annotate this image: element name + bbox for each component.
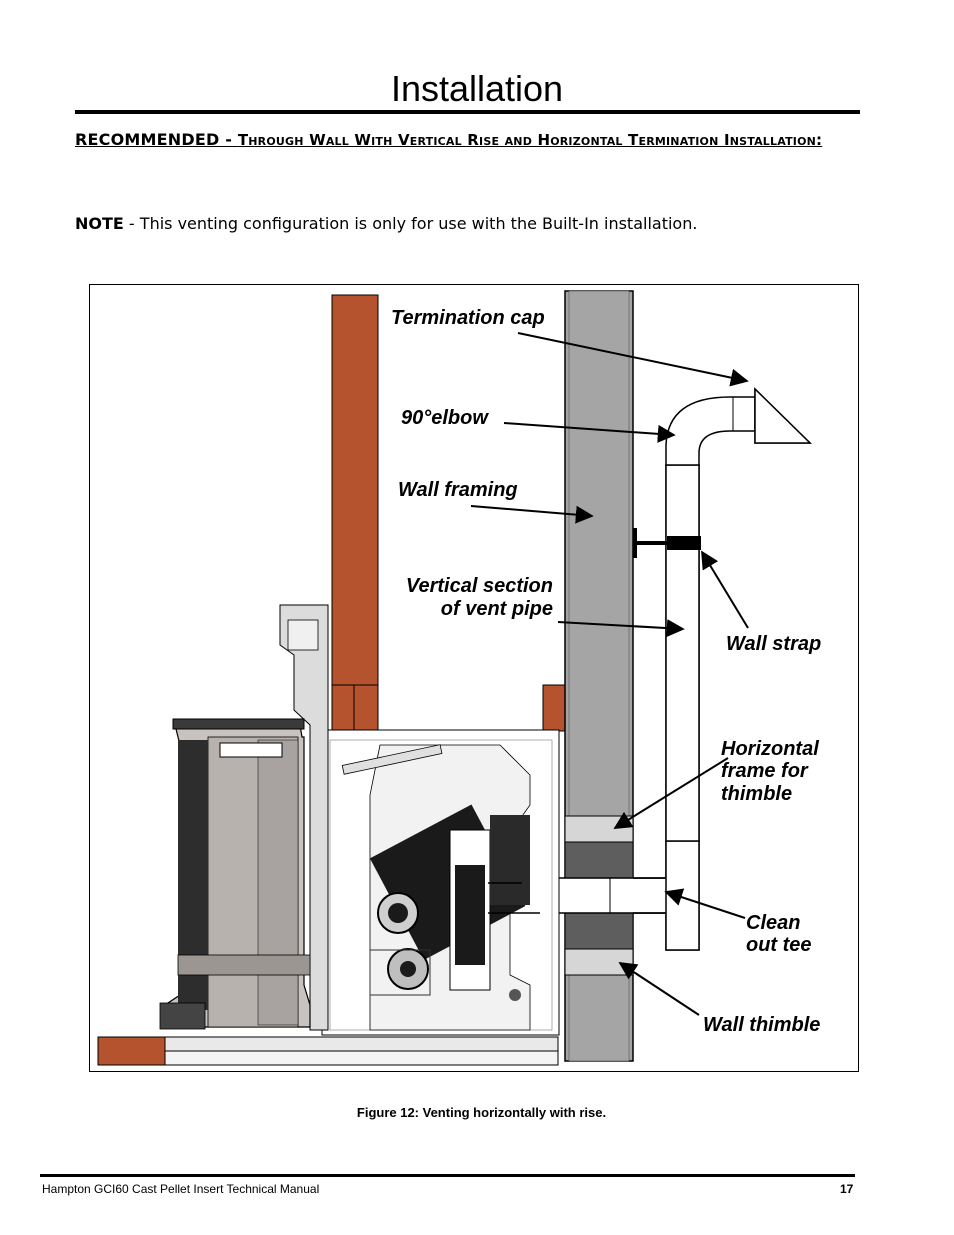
label-wall-strap: Wall strap xyxy=(726,633,821,655)
elbow-90 xyxy=(665,396,756,466)
label-clean-line1: Clean xyxy=(746,912,800,934)
title-rule xyxy=(75,110,860,114)
label-vertical-line2: of vent pipe xyxy=(441,598,553,620)
note-label: NOTE xyxy=(75,214,124,233)
stove-body xyxy=(159,718,311,1030)
heading-prefix: RECOMMENDED - xyxy=(75,130,238,149)
footer-manual-title: Hampton GCI60 Cast Pellet Insert Technic… xyxy=(42,1182,320,1196)
figure-caption: Figure 12: Venting horizontally with ris… xyxy=(356,1105,607,1120)
label-elbow: 90°elbow xyxy=(401,407,489,429)
footer-rule xyxy=(40,1174,855,1177)
callout-arrows xyxy=(470,332,749,1016)
section-heading: RECOMMENDED - Through Wall With Vertical… xyxy=(75,130,822,149)
brick-column xyxy=(331,294,566,732)
label-horizontal-line2: frame for xyxy=(721,760,809,782)
label-wall-framing: Wall framing xyxy=(398,479,518,501)
label-horizontal-line3: thimble xyxy=(721,783,792,805)
termination-cap xyxy=(754,387,812,444)
label-termination-cap: Termination cap xyxy=(391,307,545,329)
wall-framing xyxy=(564,290,634,1062)
note-text: - This venting configuration is only for… xyxy=(123,214,698,233)
internal-mechanism xyxy=(341,744,540,1031)
page-title: Installation xyxy=(390,68,564,109)
surround-panel xyxy=(279,604,329,1031)
hearth-floor xyxy=(97,1036,559,1066)
venting-figure: Termination cap 90°elbow Wall framing Ve… xyxy=(89,284,859,1072)
wall-strap xyxy=(633,528,701,558)
label-wall-thimble: Wall thimble xyxy=(703,1014,820,1036)
page-number: 17 xyxy=(840,1182,854,1196)
label-horizontal-line1: Horizontal xyxy=(721,738,819,760)
label-vertical-line1: Vertical section xyxy=(406,575,553,597)
venting-diagram: Termination cap 90°elbow Wall framing Ve… xyxy=(97,290,821,1066)
heading-title: Through Wall With Vertical Rise and Hori… xyxy=(237,131,823,149)
label-clean-line2: out tee xyxy=(746,934,812,956)
note-paragraph: NOTE - This venting configuration is onl… xyxy=(75,214,697,233)
